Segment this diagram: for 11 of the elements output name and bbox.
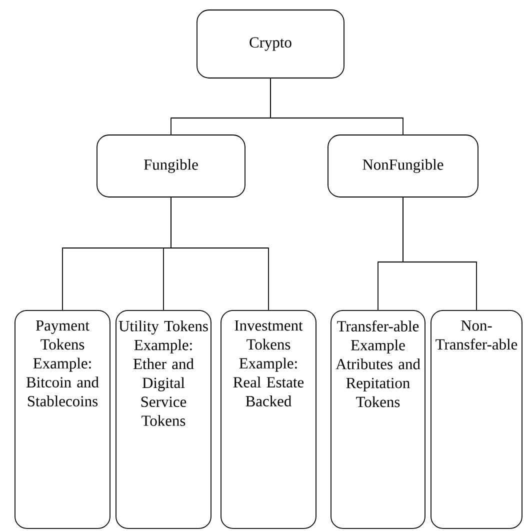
- connector-line: [170, 197, 269, 310]
- rounded-box: Investment Tokens Example: Real Estate Backed: [220, 310, 316, 529]
- rounded-box: Crypto: [196, 10, 344, 78]
- rounded-box: Fungible: [96, 134, 246, 198]
- rounded-box: Utility Tokens Example: Ether and Digital Service Tokens: [116, 310, 212, 529]
- rounded-box: Non-Transfer-able: [430, 310, 522, 529]
- rounded-box: Transfer-able Example Atributes and Repitation Tokens: [330, 310, 426, 529]
- rounded-box: NonFungible: [328, 134, 478, 198]
- connector-line: [402, 197, 477, 310]
- rounded-box: Payment Tokens Example: Bitcoin and Stablecoins: [14, 310, 110, 529]
- connector-line: [270, 78, 404, 135]
